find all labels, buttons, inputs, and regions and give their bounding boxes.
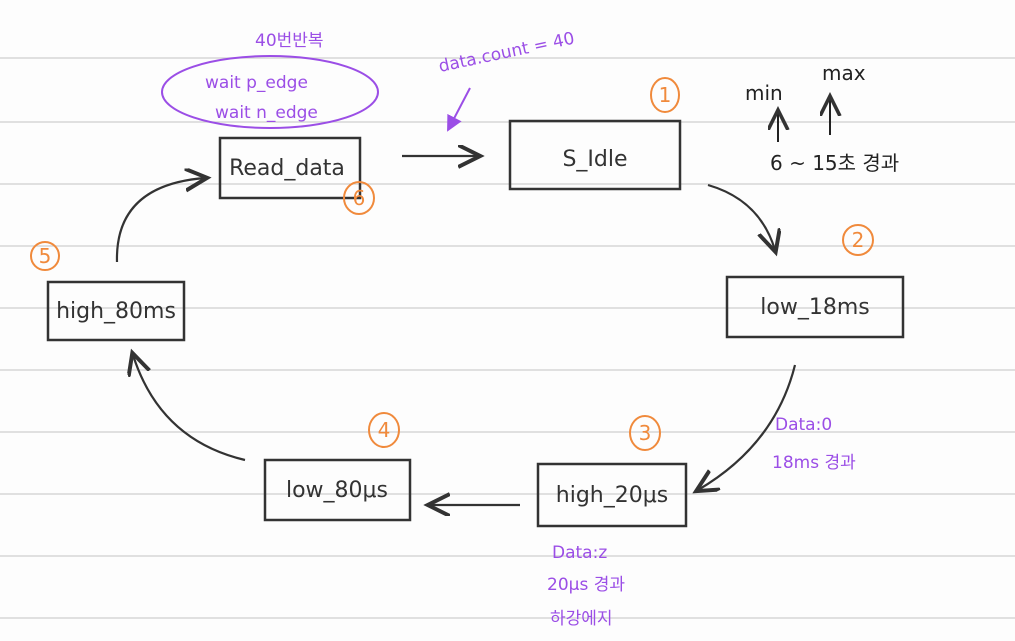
wait-p-edge-note: wait p_edge [205,73,308,93]
state-read-data: Read_data [218,136,362,200]
repeat-note: 40번반복 [255,31,324,51]
max-label: max [822,61,866,85]
svg-text:5: 5 [39,244,52,268]
state-number-5: 5 [30,241,60,271]
transition-high80-to-read [115,178,205,263]
idle-time-note: 6 ~ 15초 경과 [770,151,899,175]
state-label: high_80ms [56,299,176,324]
state-number-1: 1 [650,77,680,113]
svg-text:4: 4 [378,418,391,442]
low18-data-note: Data:0 [775,415,832,435]
transition-low18-to-high20 [698,364,797,490]
state-label: low_80μs [286,478,388,503]
svg-text:6: 6 [353,186,366,210]
transition-low80-to-high80 [133,355,246,462]
high20-edge-note: 하강에지 [550,609,613,629]
state-low-80us: low_80μs [263,458,412,522]
svg-text:2: 2 [852,228,865,252]
state-high-80ms: high_80ms [46,280,186,342]
state-low-18ms: low_18ms [725,275,905,339]
state-number-2: 2 [842,224,874,256]
state-high-20us: high_20μs [536,462,688,528]
svg-text:3: 3 [639,421,652,445]
high20-elapsed-note: 20μs 경과 [547,575,625,595]
data-count-arrow [447,87,471,132]
high20-data-note: Data:z [552,543,607,563]
data-count-note: data.count = 40 [437,29,576,77]
state-s-idle: S_Idle [508,119,682,191]
wait-ellipse [161,55,379,129]
svg-text:1: 1 [659,83,672,107]
state-label: S_Idle [562,147,627,172]
state-label: low_18ms [760,295,869,320]
state-label: Read_data [229,156,345,181]
transition-idle-to-low18 [707,183,775,250]
state-number-3: 3 [629,415,661,451]
wait-n-edge-note: wait n_edge [215,103,318,123]
low18-elapsed-note: 18ms 경과 [772,453,856,473]
state-number-6: 6 [343,181,375,215]
min-label: min [745,81,783,105]
state-label: high_20μs [556,483,668,508]
state-number-4: 4 [368,412,400,448]
